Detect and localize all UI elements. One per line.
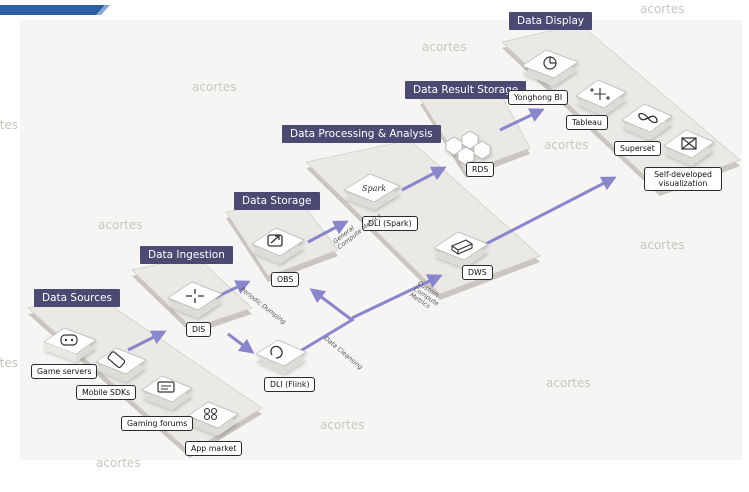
watermark-text: acortes [96, 456, 141, 470]
label-dis: DIS [186, 322, 212, 337]
label-rds: RDS [466, 162, 495, 177]
label-gaming-forums: Gaming forums [121, 416, 194, 431]
tile-dli-spark [343, 173, 401, 210]
label-mobile-sdks: Mobile SDKs [76, 385, 137, 400]
watermark-text: acortes [98, 218, 143, 232]
watermark-text: acortes [422, 40, 467, 54]
watermark-text: acortes [0, 118, 18, 132]
watermark-text: acortes [544, 138, 589, 152]
stage-title-data-display: Data Display [509, 12, 593, 30]
watermark-text: acortes [0, 356, 18, 370]
phone-icon [107, 351, 126, 368]
watermark-text: acortes [546, 376, 591, 390]
stage-title-data-processing: Data Processing & Analysis [282, 125, 441, 143]
tile-obs [251, 227, 305, 264]
upload-icon [267, 234, 283, 247]
tile-dis [167, 281, 223, 318]
stage-title-data-ingestion: Data Ingestion [140, 246, 233, 264]
arrow-rds-to-display [499, 108, 545, 132]
superset-infinity-icon [638, 112, 658, 124]
arrow-flink-cleansing-to-obs [281, 288, 355, 364]
tile-mobile-sdks [95, 347, 147, 382]
stage-title-data-result-storage: Data Result Storage [405, 81, 527, 99]
label-game-servers: Game servers [31, 364, 98, 379]
tile-game-servers [43, 327, 97, 362]
watermark-text: acortes [320, 418, 365, 432]
arrow-obs-to-processing [307, 220, 349, 244]
platform-data-processing [305, 139, 541, 300]
tile-self-developed [663, 129, 715, 166]
forum-icon [157, 381, 175, 393]
watermark-text: acortes [192, 80, 237, 94]
label-self-developed: Self-developed visualization [644, 167, 722, 191]
watermark-text: acortes [640, 238, 685, 252]
arrow-dis-to-flink [227, 332, 255, 354]
label-dli-spark: DLI (Spark) [362, 216, 418, 231]
tile-dws [433, 231, 489, 268]
label-dws: DWS [462, 265, 493, 280]
spark-logo-icon: Spark [362, 184, 386, 193]
stage-title-data-sources: Data Sources [34, 289, 120, 307]
arrow-dws-to-display [477, 176, 617, 250]
image-frame-icon [681, 137, 697, 150]
tile-dli-flink [255, 339, 307, 374]
label-tableau: Tableau [566, 115, 608, 130]
tile-yonghong-bi [521, 49, 579, 86]
arrow-spark-to-rds [401, 166, 447, 192]
rds-hexagon-icon [445, 130, 491, 166]
watermark-text: acortes [640, 2, 685, 16]
label-obs: OBS [271, 272, 300, 287]
warehouse-icon [450, 239, 474, 256]
arrow-flink-to-dws [351, 274, 443, 320]
corner-accent [0, 0, 110, 15]
app-grid-icon [203, 407, 218, 421]
flink-squirrel-icon [270, 345, 283, 359]
gamepad-icon [60, 334, 78, 346]
label-yonghong-bi: Yonghong BI [508, 90, 569, 105]
merge-arrows-icon [186, 289, 204, 303]
arrow-sources-to-ingestion [127, 330, 167, 352]
pie-chart-icon [543, 56, 557, 70]
tableau-cross-icon [590, 88, 610, 100]
stage-title-data-storage: Data Storage [234, 192, 320, 210]
label-app-market: App market [185, 441, 243, 456]
label-superset: Superset [614, 141, 661, 156]
label-dli-flink: DLI (Flink) [264, 377, 316, 392]
